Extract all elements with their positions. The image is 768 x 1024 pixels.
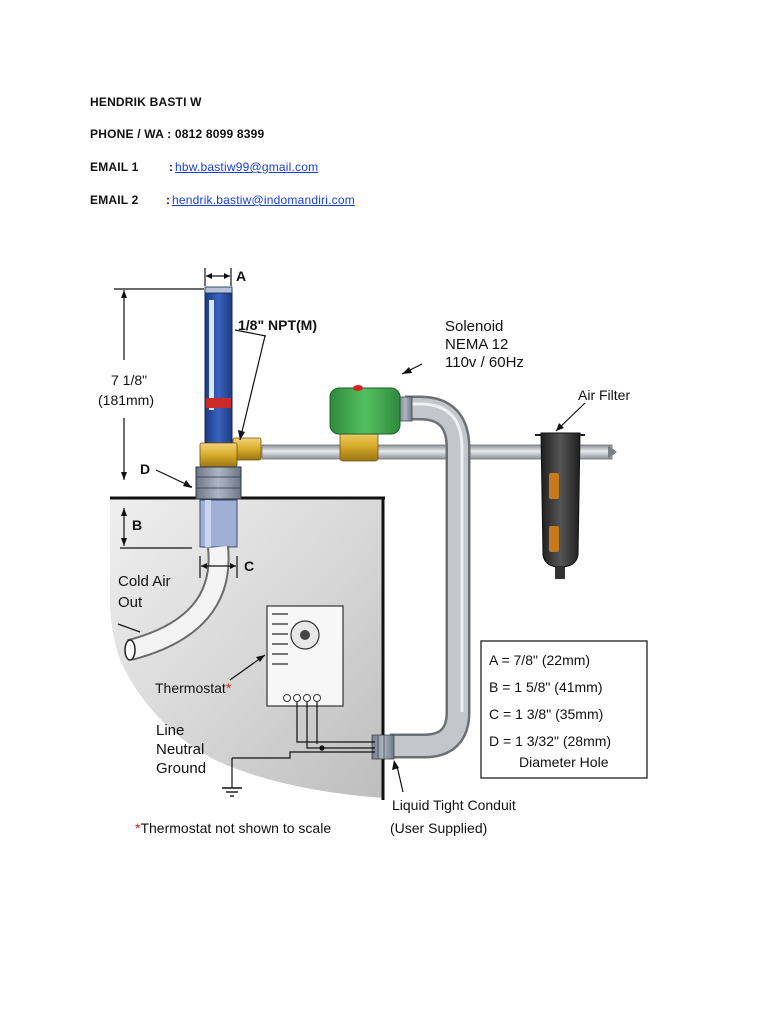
muffler-highlight: [205, 500, 211, 547]
solenoid-indicator-red: [353, 385, 363, 391]
conduit-label: Liquid Tight Conduit: [392, 797, 516, 813]
conduit-note-label: (User Supplied): [390, 820, 487, 836]
solenoid-voltage-label: 110v / 60Hz: [445, 354, 524, 371]
contact-email-2: EMAIL 2 : hendrik.bastiw@indomandiri.com: [90, 193, 410, 207]
npt-label: 1/8" NPT(M): [238, 317, 317, 333]
air-filter-drain: [555, 567, 565, 579]
legend-c: C = 1 3/8" (35mm): [489, 706, 603, 722]
dimension-legend-box: [480, 640, 648, 779]
email2-label: EMAIL 2: [90, 193, 139, 207]
liquid-tight-conduit-inner: [390, 398, 468, 756]
solenoid-coil: [329, 387, 401, 435]
cold-air-hose-inner: [127, 546, 228, 659]
legend-b: B = 1 5/8" (41mm): [489, 679, 603, 695]
air-line-end-arrow: [608, 445, 617, 459]
wiring: [231, 702, 375, 788]
asterisk-mark: *: [226, 680, 232, 696]
cold-air-pointer: [117, 623, 141, 633]
vortex-tube-stripe-red: [206, 398, 231, 408]
solenoid-nema-label: NEMA 12: [445, 336, 508, 353]
solenoid-brass-body: [339, 429, 379, 462]
mounting-nut: [195, 466, 242, 500]
thermostat-vents: [272, 613, 288, 665]
air-filter-bowl: [540, 432, 581, 568]
air-filter-element-1: [549, 473, 559, 499]
solenoid-label: Solenoid: [445, 318, 503, 335]
air-filter-label: Air Filter: [578, 387, 630, 403]
cold-air-hose-end: [124, 639, 136, 661]
vortex-tube-label-band: [209, 300, 214, 410]
contact-name: HENDRIK BASTI W: [90, 95, 202, 109]
dimension-lines: [114, 268, 586, 793]
cold-air-out-label: Out: [118, 594, 143, 611]
cold-air-label: Cold Air: [118, 573, 171, 590]
contact-phone: PHONE / WA : 0812 8099 8399: [90, 127, 264, 141]
legend-d-note: Diameter Hole: [519, 754, 609, 770]
thermostat-label: Thermostat*: [155, 680, 232, 696]
cabinet-panel: [110, 498, 383, 798]
email2-link[interactable]: hendrik.bastiw@indomandiri.com: [172, 193, 355, 207]
length-mm-label: (181mm): [98, 392, 154, 408]
phone-label: PHONE / WA :: [90, 127, 172, 141]
dimension-c-label: C: [244, 558, 254, 574]
line-label: Line: [156, 722, 184, 739]
ground-symbol: [222, 787, 242, 797]
legend-a: A = 7/8" (22mm): [489, 652, 590, 668]
length-label: 7 1/8": [111, 372, 147, 388]
dimension-b-label: B: [132, 517, 142, 533]
ground-label: Ground: [156, 760, 206, 777]
email1-label: EMAIL 1: [90, 160, 139, 174]
neutral-label: Neutral: [156, 741, 204, 758]
dimension-d-label: D: [140, 461, 150, 477]
contact-email-1: EMAIL 1 : hbw.bastiw99@gmail.com: [90, 160, 390, 174]
scale-note: *Thermostat not shown to scale: [135, 820, 331, 836]
liquid-tight-conduit-highlight: [405, 402, 464, 712]
dimension-a-label: A: [236, 268, 246, 284]
vortex-tube-top-cap: [204, 286, 233, 294]
installation-diagram: A 1/8" NPT(M) 7 1/8" (181mm) Solenoid NE…: [98, 268, 648, 836]
dimension-arrowheads: [121, 273, 564, 770]
email2-separator: :: [166, 193, 171, 207]
brass-fitting: [199, 442, 238, 468]
conduit-fitting-bottom: [371, 734, 395, 760]
email1-separator: :: [169, 160, 174, 174]
air-filter-element-2: [549, 526, 559, 552]
name-text: HENDRIK BASTI W: [90, 95, 202, 109]
thermostat-terminals: [283, 694, 321, 702]
thermostat-knob: [300, 630, 310, 640]
email1-link[interactable]: hbw.bastiw99@gmail.com: [175, 160, 319, 174]
phone-value: 0812 8099 8399: [174, 127, 265, 141]
legend-d: D = 1 3/32" (28mm): [489, 733, 611, 749]
